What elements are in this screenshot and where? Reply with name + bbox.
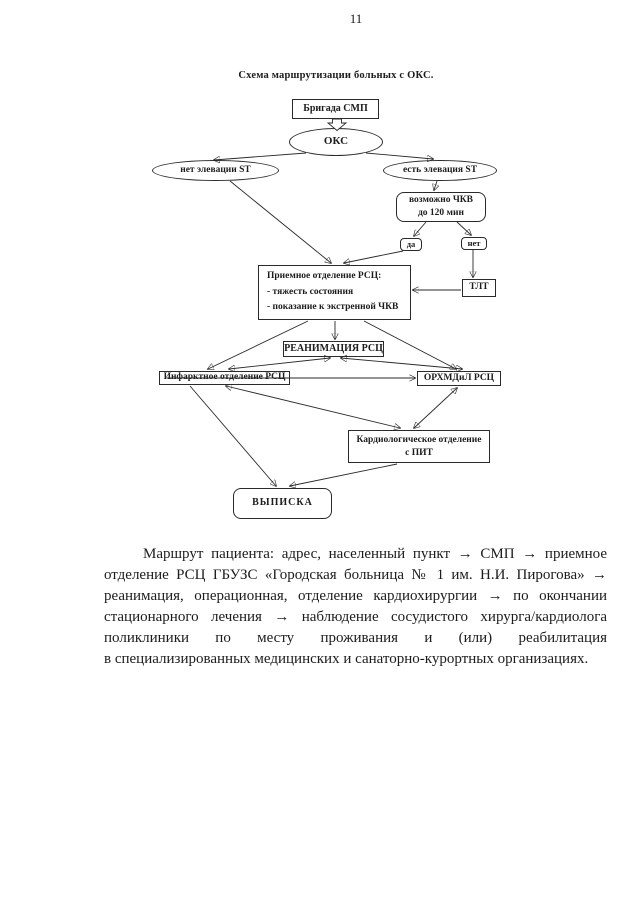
node-cardiology-department: Кардиологическое отделение с ПИТ: [348, 430, 490, 463]
node-label-line1: возможно ЧКВ: [408, 195, 474, 205]
paragraph-line: в специализированных медицинских и санат…: [104, 651, 589, 667]
node-label-line2: до 120 мин: [418, 208, 464, 218]
node-orhmdil: ОРХМДиЛ РСЦ: [417, 371, 501, 386]
node-label: ОРХМДиЛ РСЦ: [423, 372, 495, 383]
node-admission-department: Приемное отделение РСЦ: - тяжесть состоя…: [258, 265, 411, 320]
connector-infarct-cardio: [226, 386, 400, 428]
connector-st-to-pci: [434, 180, 437, 190]
node-discharge: ВЫПИСКА: [233, 488, 332, 519]
node-yes: да: [400, 238, 422, 251]
connector-no-st-to-admission: [229, 180, 331, 263]
node-label-title: Приемное отделение РСЦ:: [267, 271, 382, 281]
node-label-item2: - показание к экстренной ЧКВ: [267, 302, 399, 313]
node-ems-brigade: Бригада СМП: [292, 99, 379, 119]
node-reanimation: РЕАНИМАЦИЯ РСЦ: [283, 341, 384, 357]
node-label: Инфарктное отделение РСЦ: [163, 372, 286, 383]
node-label: есть элевация ST: [402, 164, 478, 175]
diagram-title: Схема маршрутизации больных с ОКС.: [238, 70, 434, 81]
node-label-line1: Кардиологическое отделение: [356, 434, 482, 445]
node-label-item1: - тяжесть состояния: [267, 286, 354, 297]
paragraph-line: стационарного лечения → наблюдение сосуд…: [104, 609, 607, 625]
connector-cardio-to-discharge: [290, 463, 398, 486]
connector-pci-to-no: [456, 221, 471, 235]
node-label: ОКС: [323, 135, 349, 148]
node-label-line2: с ПИТ: [405, 447, 433, 458]
connector-infarct-to-discharge: [189, 385, 276, 486]
connector-reanimation-orhmdil: [341, 358, 462, 369]
node-no-st-elevation: нет элевации ST: [152, 160, 279, 181]
node-acs: ОКС: [289, 128, 383, 156]
node-label: РЕАНИМАЦИЯ РСЦ: [284, 342, 383, 354]
route-paragraph: Маршрут пациента: адрес, населенный пунк…: [104, 544, 607, 670]
node-label: ВЫПИСКА: [252, 497, 313, 509]
node-st-elevation: есть элевация ST: [383, 160, 497, 181]
connector-acs-to-no-st: [214, 152, 307, 160]
paragraph-line: реанимация, операционная, отделение кард…: [104, 588, 607, 604]
node-label: да: [406, 239, 416, 250]
connector-yes-to-admission: [344, 250, 404, 263]
connector-pci-to-yes: [414, 221, 427, 236]
node-pci-possible: возможно ЧКВ до 120 мин: [396, 192, 486, 222]
node-label: ТЛТ: [469, 282, 489, 293]
node-infarct-department: Инфарктное отделение РСЦ: [159, 371, 290, 385]
connector-orhmdil-cardio: [414, 388, 457, 428]
page-number: 11: [349, 11, 363, 26]
paragraph-line: поликлиники по месту проживания и (или) …: [104, 630, 607, 646]
node-label: Бригада СМП: [303, 102, 368, 114]
connector-reanimation-infarct: [229, 358, 330, 369]
node-label: нет элевации ST: [180, 164, 251, 175]
paragraph-line: отделение РСЦ ГБУЗС «Городская больница …: [104, 567, 607, 583]
node-label: нет: [467, 238, 481, 249]
node-no: нет: [461, 237, 487, 250]
node-thrombolysis: ТЛТ: [462, 279, 496, 297]
connector-acs-to-st: [365, 152, 433, 159]
paragraph-line: Маршрут пациента: адрес, населенный пунк…: [143, 546, 607, 562]
